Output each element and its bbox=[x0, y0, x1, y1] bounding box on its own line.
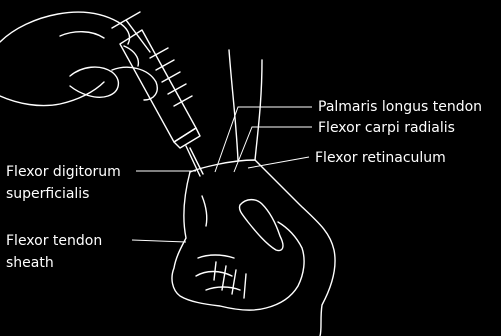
label-flexor-retinaculum: Flexor retinaculum bbox=[315, 148, 446, 168]
label-fts-line2: sheath bbox=[6, 253, 54, 273]
leader-lines bbox=[132, 107, 312, 242]
patient-hand-wrist-icon bbox=[172, 160, 335, 336]
syringe-icon bbox=[112, 12, 203, 176]
label-fds-line2: superficialis bbox=[6, 184, 89, 204]
leader-fts bbox=[132, 240, 186, 242]
label-palmaris-longus: Palmaris longus tendon bbox=[318, 97, 482, 117]
hand-holding-syringe-icon bbox=[0, 12, 157, 106]
leader-fcr bbox=[234, 127, 312, 172]
label-fts-line1: Flexor tendon bbox=[6, 231, 102, 251]
label-fds-line1: Flexor digitorum bbox=[6, 162, 121, 182]
label-flexor-carpi-radialis: Flexor carpi radialis bbox=[318, 118, 455, 138]
